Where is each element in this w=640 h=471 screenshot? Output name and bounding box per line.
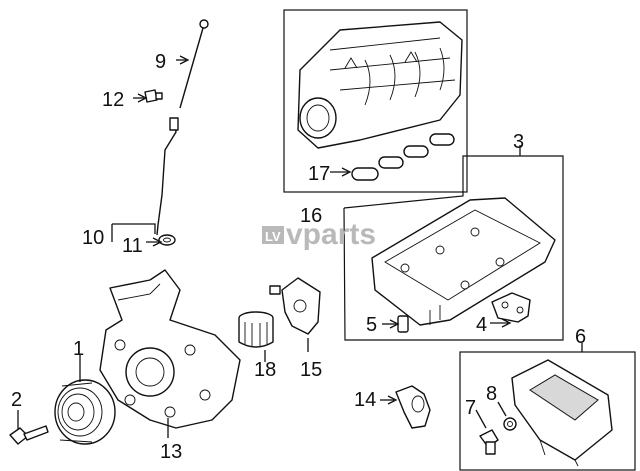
leader-8	[497, 401, 507, 417]
o-ring-11-part[interactable]	[158, 234, 176, 246]
dowel-pin-part[interactable]	[397, 315, 409, 333]
front-cover-part[interactable]	[99, 269, 241, 429]
upper-oil-pan-part[interactable]	[371, 197, 556, 326]
lower-oil-pan-part[interactable]	[511, 359, 613, 467]
callout-5: 5	[366, 314, 377, 336]
callout-13: 13	[160, 441, 182, 463]
callout-10: 10	[82, 227, 104, 249]
bolt-12-part[interactable]	[144, 89, 163, 103]
watermark-text: vparts	[286, 218, 376, 251]
leader-10-11	[111, 223, 160, 243]
callout-15: 15	[300, 359, 322, 381]
callout-6: 6	[575, 326, 586, 348]
bolt-2-part[interactable]	[9, 425, 49, 445]
callout-3: 3	[513, 131, 524, 153]
pulley-part[interactable]	[54, 379, 116, 445]
callout-2: 2	[11, 389, 22, 411]
callout-18: 18	[254, 359, 276, 381]
water-outlet-part[interactable]	[395, 385, 431, 429]
callout-9: 9	[155, 51, 166, 73]
leader-7	[475, 409, 487, 429]
arrow-14	[387, 395, 398, 405]
callout-17: 17	[308, 163, 330, 185]
oil-pan-lower-box	[459, 351, 636, 471]
drain-plug-part[interactable]	[479, 429, 499, 455]
filter-adapter-part[interactable]	[269, 277, 321, 335]
arrow-11	[152, 237, 163, 247]
drain-washer-part[interactable]	[503, 417, 517, 431]
callout-12: 12	[102, 89, 124, 111]
watermark-logo: LV	[262, 226, 284, 244]
callout-1: 1	[73, 338, 84, 360]
callout-8: 8	[486, 383, 497, 405]
arrow-4	[501, 318, 512, 328]
oil-filter-part[interactable]	[238, 311, 274, 348]
watermark-glyph: LV	[265, 229, 281, 244]
intake-manifold-box	[283, 9, 468, 193]
callout-7: 7	[465, 397, 476, 419]
oil-pan-upper-box	[343, 155, 564, 341]
arrow-17	[341, 167, 352, 177]
intake-manifold-part[interactable]	[297, 21, 463, 149]
callout-4: 4	[476, 314, 487, 336]
dipstick-part[interactable]	[179, 19, 209, 109]
arrow-5	[389, 319, 400, 329]
callout-14: 14	[354, 389, 376, 411]
dipstick-tube-part[interactable]	[156, 117, 179, 236]
baffle-part[interactable]	[491, 292, 531, 323]
arrow-9	[179, 55, 190, 65]
intake-gaskets[interactable]	[351, 133, 455, 181]
arrow-12	[137, 93, 148, 103]
callout-11: 11	[122, 235, 143, 257]
callout-16: 16	[300, 205, 322, 227]
